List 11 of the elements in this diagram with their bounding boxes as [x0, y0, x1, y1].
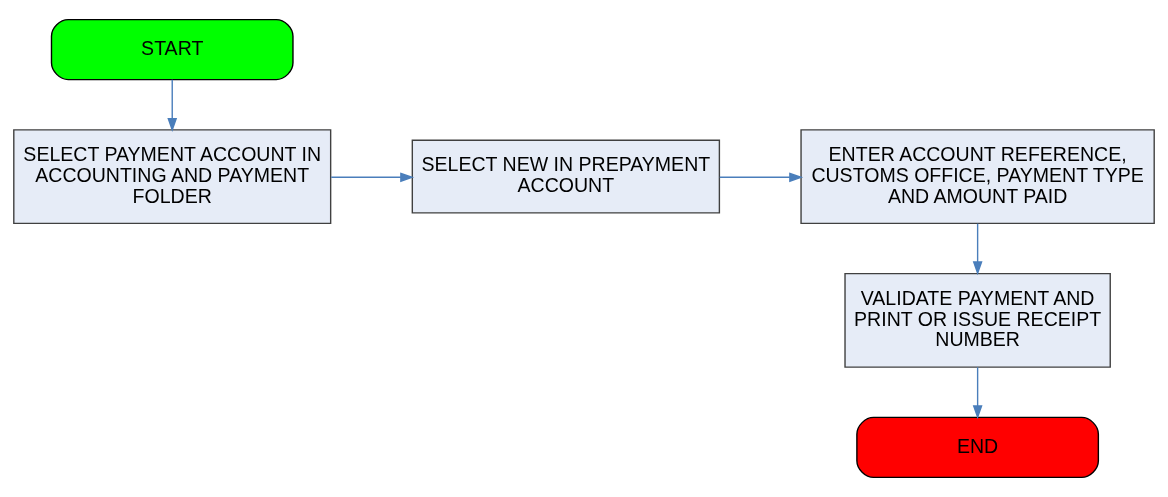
arrow: [972, 366, 983, 420]
arrow: [167, 79, 178, 132]
node-box: START: [50, 18, 294, 81]
arrow: [972, 223, 983, 276]
node-box: SELECT PAYMENT ACCOUNT IN ACCOUNTING AND PAYMENT FOLDER: [13, 129, 332, 225]
arrow: [330, 172, 415, 183]
arrow: [719, 172, 804, 183]
node-box: SELECT NEW IN PREPAYMENT ACCOUNT: [411, 139, 721, 214]
node-box: END: [856, 416, 1100, 479]
node-box: ENTER ACCOUNT REFERENCE, CUSTOMS OFFICE, PAYMENT TYPE AND AMOUNT PAID: [800, 129, 1155, 225]
node-box: VALIDATE PAYMENT AND PRINT OR ISSUE RECEIPT NUMBER: [844, 272, 1111, 368]
